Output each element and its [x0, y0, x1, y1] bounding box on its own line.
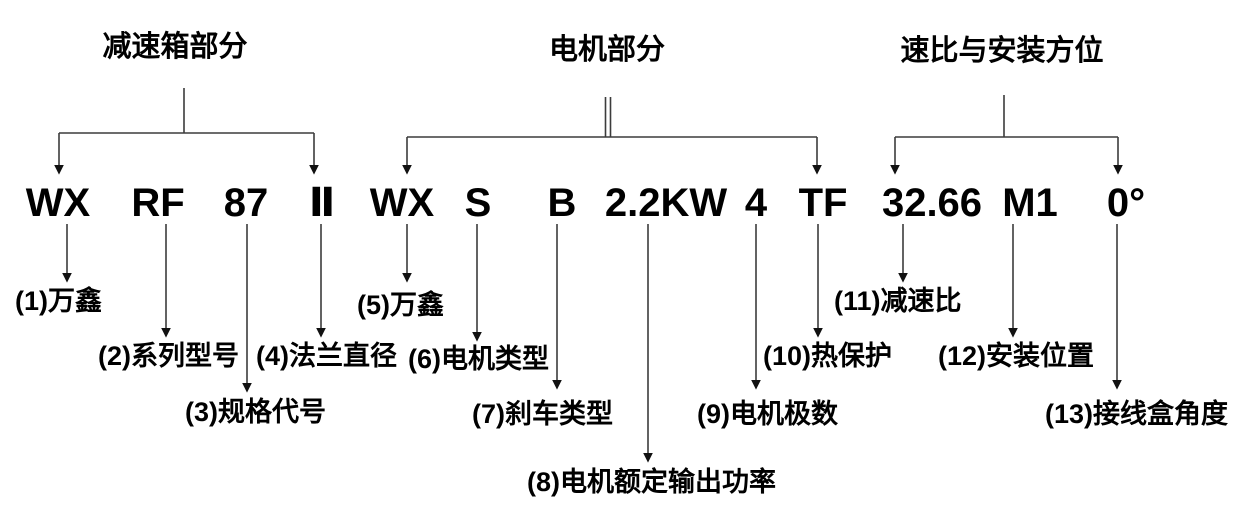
note-8-rated-output-power: (8)电机额定输出功率: [527, 467, 776, 497]
section-title-ratio-mounting: 速比与安装方位: [900, 35, 1104, 67]
token-series-model: RF: [131, 181, 185, 225]
ratio-bracket: [890, 95, 1123, 175]
note-12-mounting-position: (12)安装位置: [938, 341, 1095, 371]
motor-bracket: [402, 97, 822, 175]
note-5-wanxin: (5)万鑫: [357, 290, 444, 320]
note-7-brake-type: (7)刹车类型: [472, 399, 613, 429]
note-10-thermal-protection: (10)热保护: [763, 341, 893, 371]
note-1-wanxin: (1)万鑫: [15, 286, 102, 316]
token-brand-motor: WX: [369, 181, 435, 225]
note-2-series-model: (2)系列型号: [98, 341, 239, 371]
note-9-motor-poles: (9)电机极数: [697, 399, 838, 429]
token-junction-box-angle: 0°: [1106, 181, 1146, 225]
note-4-flange-diameter: (4)法兰直径: [256, 341, 397, 371]
token-mounting-position: M1: [1002, 181, 1058, 225]
token-thermal-protection: TF: [798, 181, 848, 225]
token-motor-type: S: [464, 181, 492, 225]
note-13-junction-box-angle: (13)接线盒角度: [1045, 399, 1229, 429]
token-spec-code: 87: [223, 181, 269, 225]
token-brand-gearbox: WX: [25, 181, 91, 225]
token-motor-poles: 4: [744, 181, 768, 225]
token-reduction-ratio: 32.66: [881, 181, 983, 225]
note-3-spec-code: (3)规格代号: [185, 397, 326, 427]
token-brake-type: B: [547, 181, 577, 225]
token-arrows: [62, 224, 1122, 463]
section-title-gearbox: 减速箱部分: [102, 31, 248, 63]
token-rated-power: 2.2KW: [604, 181, 728, 225]
token-flange-diameter: Ⅱ: [308, 181, 336, 225]
gearbox-bracket: [54, 88, 319, 175]
section-title-motor: 电机部分: [548, 34, 666, 66]
note-6-motor-type: (6)电机类型: [408, 344, 549, 374]
note-11-reduction-ratio: (11)减速比: [834, 286, 962, 316]
